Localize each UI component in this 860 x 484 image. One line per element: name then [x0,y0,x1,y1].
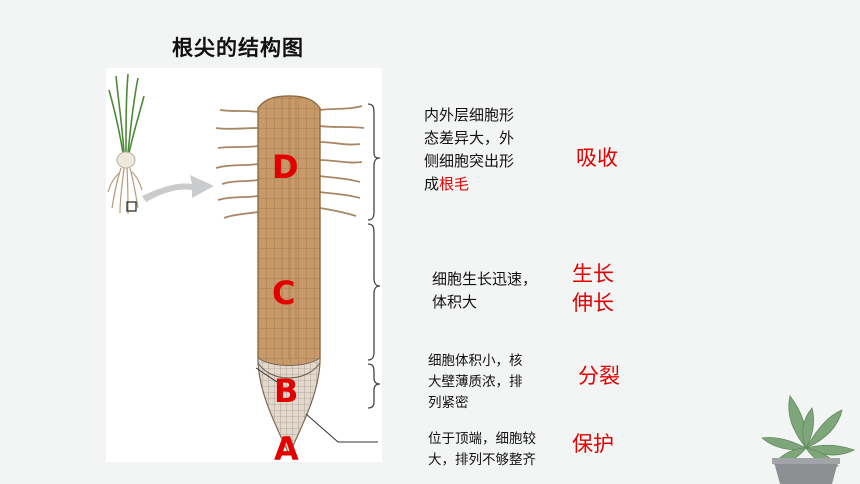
zone-c-description: 细胞生长迅速， 体积大 [432,270,538,311]
diagram-panel: D C B A [106,68,382,462]
zone-letter-c: C [272,274,295,312]
root-tip-diagram: D C B A [107,73,378,462]
zone-d-function: 吸收 [576,146,618,170]
zone-letter-b: B [274,372,298,410]
arrow-icon [142,175,214,202]
zone-letter-a: A [274,430,299,462]
potted-plant-icon [761,395,856,484]
brace-zone-c [367,223,381,361]
zone-braces [367,103,381,409]
root-cap-region [257,357,321,456]
zone-c-function-1: 生长 [572,262,614,286]
zone-a-description: 位于顶端，细胞较 大，排列不够整齐 [428,431,536,468]
root-hair-highlight: 根毛 [439,175,470,193]
zone-c-function-2: 伸长 [572,291,614,315]
zone-b-description: 细胞体积小，核 大壁薄质浓，排 列紧密 [428,353,523,411]
root-hairs [215,105,365,219]
zone-a-function: 保护 [572,432,614,456]
brace-zone-d [367,103,381,221]
seedling-icon [107,73,145,215]
zone-letter-d: D [272,148,299,186]
zone-d-description: 内外层细胞形 态差异大，外 侧细胞突出形 成根毛 [424,106,515,193]
page-title: 根尖的结构图 [172,36,304,60]
zone-b-function: 分裂 [578,364,620,388]
brace-zone-b [367,363,381,409]
